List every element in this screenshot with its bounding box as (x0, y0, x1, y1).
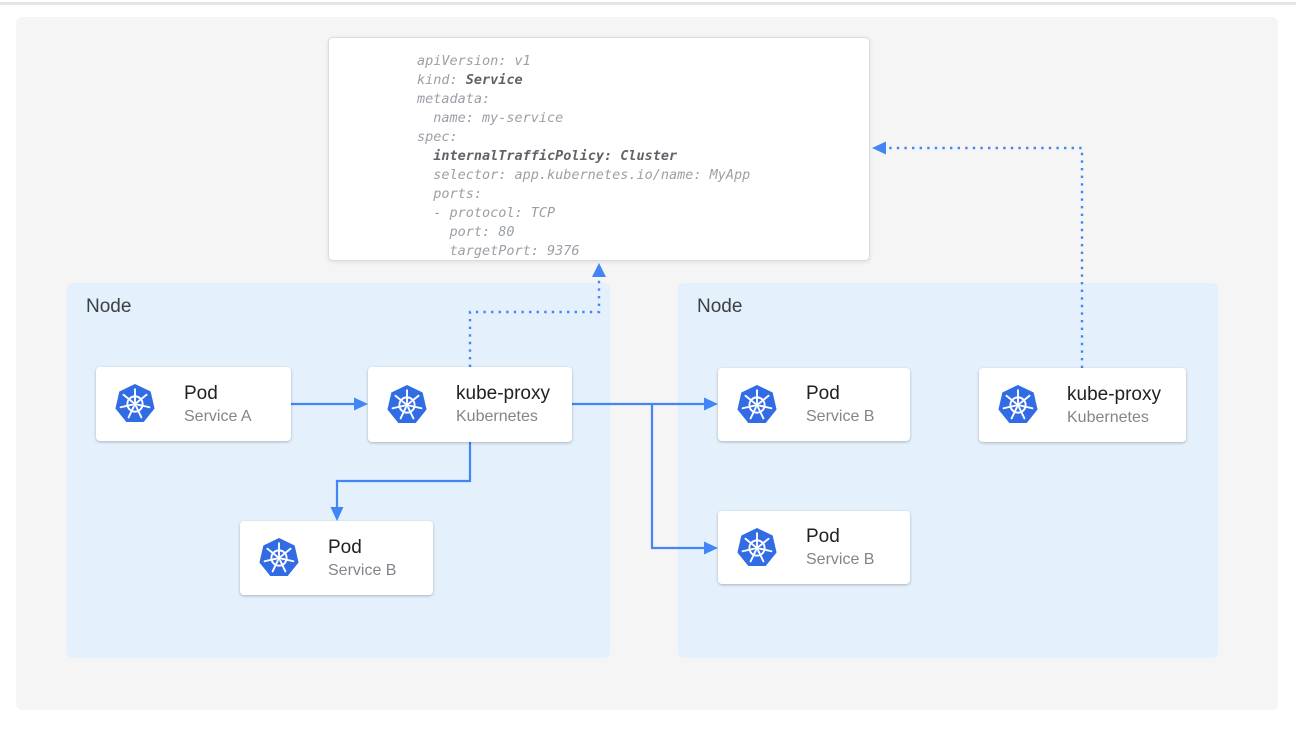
card-title: Pod (806, 383, 840, 404)
kube-proxy-card: kube-proxy Kubernetes (368, 367, 572, 442)
node-label: Node (697, 296, 743, 317)
card-subtitle: Kubernetes (1067, 408, 1149, 426)
pod-card: Pod Service B (718, 368, 910, 441)
node-label: Node (86, 296, 132, 317)
card-subtitle: Kubernetes (456, 408, 538, 425)
pod-card: Pod Service B (718, 511, 910, 584)
kubernetes-icon (258, 537, 300, 579)
card-title: Pod (184, 382, 218, 404)
kubernetes-icon (997, 384, 1039, 426)
kubernetes-icon (736, 384, 778, 426)
card-subtitle: Service B (806, 551, 875, 568)
kubernetes-icon (736, 527, 778, 569)
kubernetes-icon (114, 383, 156, 425)
card-title: kube-proxy (1067, 383, 1161, 405)
node-box-left: Node (67, 283, 610, 658)
top-divider (0, 2, 1296, 5)
card-title: Pod (328, 536, 362, 558)
card-subtitle: Service B (806, 408, 875, 425)
kube-proxy-card: kube-proxy Kubernetes (979, 368, 1186, 442)
card-subtitle: Service A (184, 407, 252, 425)
card-title: kube-proxy (456, 383, 550, 404)
kubernetes-icon (386, 384, 428, 426)
pod-card: Pod Service A (96, 367, 291, 441)
card-title: Pod (806, 526, 840, 547)
card-subtitle: Service B (328, 561, 397, 579)
pod-card: Pod Service B (240, 521, 433, 595)
node-box-right: Node (678, 283, 1218, 658)
